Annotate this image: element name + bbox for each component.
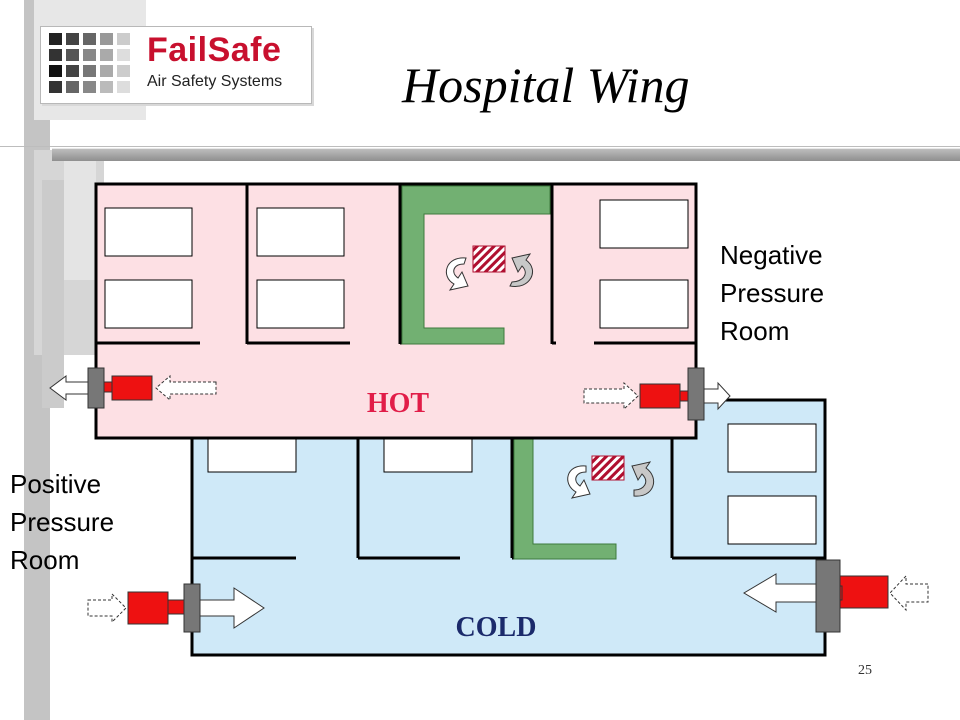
logo-square [83,49,96,61]
wall-damper [183,583,201,633]
positive-pressure-label: Positive Pressure Room [10,465,114,579]
slide-number: 25 [858,663,872,678]
bed [727,423,817,473]
bed [599,279,689,329]
exhaust-unit-right [583,367,731,421]
cold-zone-label: COLD [456,612,537,643]
logo-square [49,65,62,77]
hot-zone-label: HOT [367,388,430,419]
logo-square [100,49,113,61]
logo-square [100,65,113,77]
label-line: Pressure [720,278,825,308]
bed [207,437,297,473]
airflow-arrow-icon [743,573,817,613]
logo-square [100,33,113,45]
logo-square [49,81,62,93]
logo-tagline: Air Safety Systems [147,73,283,90]
logo-name: FailSafe [147,31,282,69]
logo-square [83,81,96,93]
airflow-arrow-icon [49,375,89,401]
bed [727,495,817,545]
header-rule [52,148,960,161]
bed [383,437,473,473]
fan-unit [839,575,889,609]
logo-square [49,49,62,61]
airflow-arrow-icon [155,374,217,402]
supply-unit-right [743,559,929,633]
cold-zone-fill [192,400,825,655]
cold-zone [190,398,827,657]
page-title: Hospital Wing [402,57,690,113]
wall-damper [815,559,841,633]
bed [104,279,193,329]
exhaust-unit-left [49,367,217,409]
logo-square [100,81,113,93]
circulation-arrow-icon [567,465,591,499]
bed [256,207,345,257]
bed [599,199,689,249]
logo-square [66,81,79,93]
wall-damper [687,367,705,421]
logo-square [66,49,79,61]
fan-unit [111,375,153,401]
air-filter-icon [591,455,625,481]
label-line: Room [10,545,80,575]
air-filter-icon [472,245,506,273]
partition [401,185,551,345]
supply-unit-left [87,583,265,633]
airflow-arrow-icon [583,381,639,411]
circulation-arrow-icon [631,461,655,497]
company-logo: FailSafe Air Safety Systems [40,26,312,104]
bed [104,207,193,257]
airflow-arrow-icon [703,381,731,411]
fan-unit [639,383,681,409]
logo-square [66,33,79,45]
negative-pressure-label: Negative Pressure Room [720,236,824,350]
logo-square [117,81,130,93]
logo-square [117,49,130,61]
logo-square [83,65,96,77]
logo-square [117,33,130,45]
bed [256,279,345,329]
circulation-arrow-icon [445,257,469,291]
circulation-arrow-icon [509,253,533,287]
header-rule-thin [0,146,960,147]
label-line: Negative [720,240,823,270]
cold-zone-outline [190,398,827,657]
hot-zone-outline [94,182,698,440]
label-line: Room [720,316,790,346]
decorative-bar [42,180,64,408]
airflow-arrow-icon [199,587,265,629]
airflow-arrow-icon [87,592,127,624]
airflow-arrow-icon [889,574,929,612]
logo-grid-icon [49,33,139,97]
logo-square [117,65,130,77]
label-line: Positive [10,469,102,499]
label-line: Pressure [10,507,115,537]
logo-square [49,33,62,45]
logo-square [66,65,79,77]
decorative-bar [64,160,96,280]
fan-unit [127,591,169,625]
logo-square [83,33,96,45]
wall-damper [87,367,105,409]
